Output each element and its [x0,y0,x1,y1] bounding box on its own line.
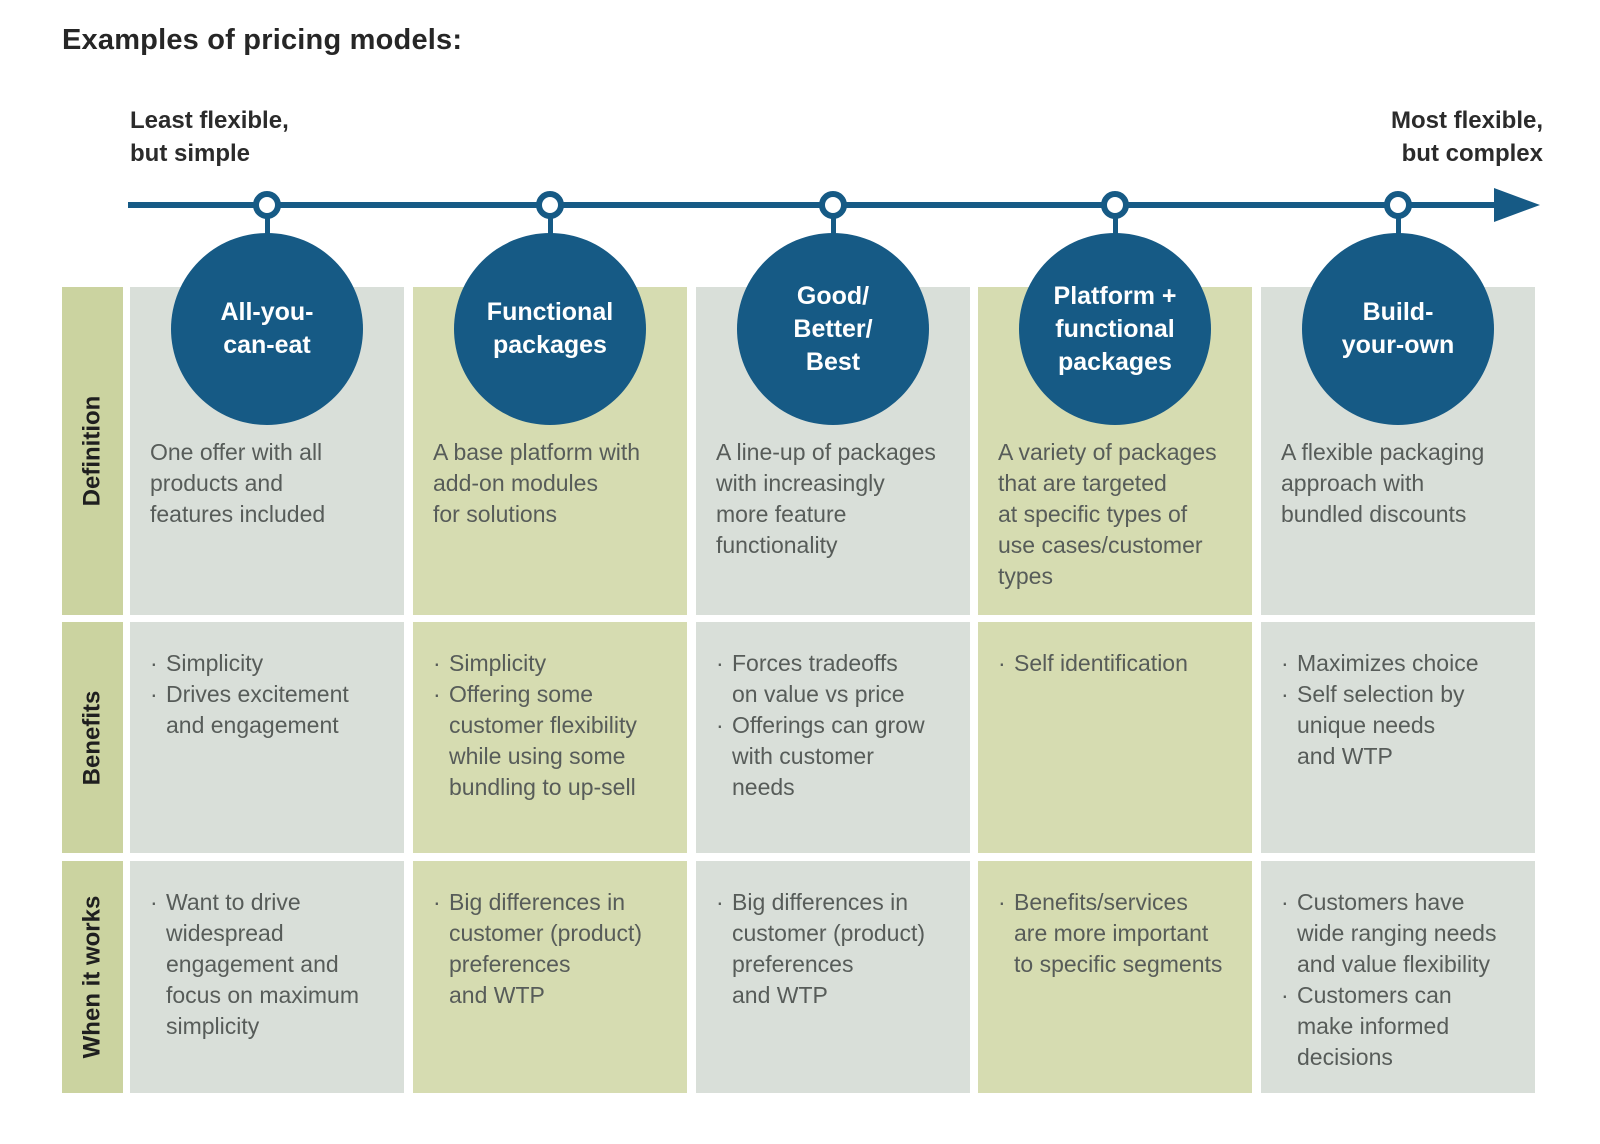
bullet-icon: · [433,889,441,915]
bullet-icon: · [1281,681,1289,707]
axis-label-least-flexible: Least flexible, but simple [130,107,289,167]
cell-benefits-platform-functional-packages: ·Self identification [978,622,1252,853]
list-item: ·Simplicity [150,648,390,679]
bullet-icon: · [150,889,158,915]
cell-when-it-works-platform-functional-packages: ·Benefits/services are more important to… [978,861,1252,1093]
list-item: ·Benefits/services are more important to… [998,887,1238,980]
bullet-icon: · [150,681,158,707]
bullet-icon: · [150,650,158,676]
cell-when-it-works-good-better-best: ·Big differences in customer (product) p… [696,861,970,1093]
flexibility-axis-line [128,202,1500,208]
list-item: ·Simplicity [433,648,673,679]
model-circle-good-better-best: Good/ Better/ Best [737,233,929,425]
model-circle-build-your-own: Build- your-own [1302,233,1494,425]
cell-benefits-build-your-own: ·Maximizes choice ·Self selection by uni… [1261,622,1535,853]
list-item: ·Offering some customer flexibility whil… [433,679,673,803]
bullet-icon: · [433,681,441,707]
axis-node-icon [1101,191,1129,219]
cell-when-it-works-functional-packages: ·Big differences in customer (product) p… [413,861,687,1093]
row-header-benefits: Benefits [62,622,123,853]
cell-when-it-works-all-you-can-eat: ·Want to drive widespread engagement and… [130,861,404,1093]
bullet-icon: · [998,650,1006,676]
node-stem [548,205,553,247]
row-header-when-it-works: When it works [62,861,123,1093]
axis-label-most-flexible: Most flexible, but complex [1390,107,1543,167]
model-circle-functional-packages: Functional packages [454,233,646,425]
cell-benefits-good-better-best: ·Forces tradeoffs on value vs price ·Off… [696,622,970,853]
cell-benefits-functional-packages: ·Simplicity ·Offering some customer flex… [413,622,687,853]
cell-when-it-works-build-your-own: ·Customers have wide ranging needs and v… [1261,861,1535,1093]
model-circle-platform-functional-packages: Platform + functional packages [1019,233,1211,425]
node-stem [1113,205,1118,247]
row-header-definition: Definition [62,287,123,615]
list-item: ·Customers have wide ranging needs and v… [1281,887,1521,980]
list-item: ·Customers can make informed decisions [1281,980,1521,1073]
bullet-icon: · [716,650,724,676]
list-item: ·Offerings can grow with customer needs [716,710,956,803]
bullet-icon: · [1281,650,1289,676]
node-stem [265,205,270,247]
arrowhead-icon [1494,188,1540,222]
bullet-icon: · [716,712,724,738]
list-item: ·Big differences in customer (product) p… [716,887,956,1011]
axis-node-icon [536,191,564,219]
model-circle-all-you-can-eat: All-you- can-eat [171,233,363,425]
list-item: ·Want to drive widespread engagement and… [150,887,390,1042]
row-header-label: Definition [78,395,106,507]
axis-node-icon [819,191,847,219]
list-item: ·Self identification [998,648,1238,679]
row-header-label: When it works [78,895,106,1059]
row-header-label: Benefits [78,690,106,785]
node-stem [1396,205,1401,247]
list-item: ·Self selection by unique needs and WTP [1281,679,1521,772]
bullet-icon: · [998,889,1006,915]
axis-node-icon [253,191,281,219]
list-item: ·Forces tradeoffs on value vs price [716,648,956,710]
page-title: Examples of pricing models: [62,24,463,56]
node-stem [831,205,836,247]
bullet-icon: · [433,650,441,676]
list-item: ·Big differences in customer (product) p… [433,887,673,1011]
cell-benefits-all-you-can-eat: ·Simplicity ·Drives excitement and engag… [130,622,404,853]
axis-node-icon [1384,191,1412,219]
bullet-icon: · [716,889,724,915]
bullet-icon: · [1281,982,1289,1008]
list-item: ·Maximizes choice [1281,648,1521,679]
list-item: ·Drives excitement and engagement [150,679,390,741]
bullet-icon: · [1281,889,1289,915]
